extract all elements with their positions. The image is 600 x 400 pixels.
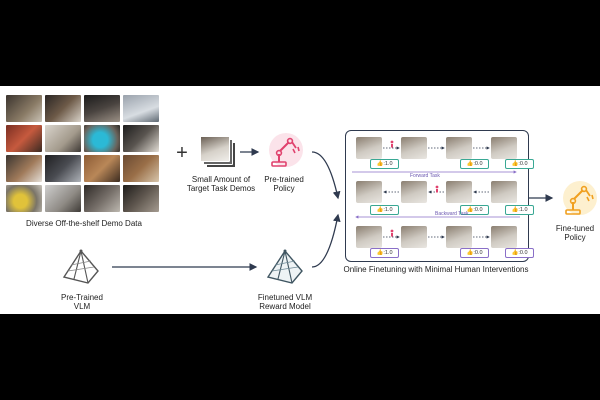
pyramid-vlm-icon [262, 247, 308, 287]
reward-score-badge: 👍:1.0 [370, 248, 399, 258]
episode-frame [491, 226, 517, 248]
target-demos-stack [200, 136, 236, 168]
pretrained-policy-label-line1: Pre-trained [264, 175, 304, 184]
episode-frame [491, 181, 517, 203]
episode-frame [446, 226, 472, 248]
reward-score-badge: 👍:0.0 [505, 248, 534, 258]
pretrained-vlm-label-line1: Pre-Trained [61, 293, 103, 302]
pretrained-policy-label-line2: Policy [273, 184, 295, 193]
reward-score-badge: 👍:0.0 [460, 205, 489, 215]
episode-frame [401, 137, 427, 159]
demo-thumb [6, 155, 42, 182]
reward-score-badge: 👍:1.0 [370, 159, 399, 169]
robot-arm-icon [556, 176, 600, 220]
demo-thumb [84, 95, 120, 122]
finetuned-vlm-label-line1: Finetuned VLM [257, 293, 313, 302]
episode-frame [356, 181, 382, 203]
demo-thumb [84, 185, 120, 212]
backward-task-label: Backward Task [435, 211, 469, 217]
online-finetuning-label: Online Finetuning with Minimal Human Int… [343, 265, 529, 274]
thumbs-up-icon: 👍 [376, 207, 384, 213]
demo-thumb [123, 95, 159, 122]
demo-thumb [45, 185, 81, 212]
thumbs-up-icon: 👍 [376, 161, 384, 167]
finetuned-policy-label-line2: Policy [564, 233, 586, 242]
episode-frame [401, 226, 427, 248]
online-finetuning-box [345, 130, 529, 262]
thumbs-up-icon: 👍 [511, 207, 519, 213]
finetuned-policy-label-line1: Fine-tuned [555, 224, 595, 233]
episode-frame [446, 181, 472, 203]
thumbs-up-icon: 👍 [466, 250, 474, 256]
finetuned-vlm-label-line2: Reward Model [259, 302, 311, 311]
forward-task-label: Forward Task [410, 173, 440, 179]
episode-frame [356, 226, 382, 248]
reward-score-badge: 👍:1.0 [370, 205, 399, 215]
target-demos-label-line2: Target Task Demos [186, 184, 256, 193]
demo-thumb [6, 185, 42, 212]
demo-data-label: Diverse Off-the-shelf Demo Data [26, 219, 142, 228]
episode-frame [356, 137, 382, 159]
plus-sign: + [176, 142, 188, 164]
demo-thumb [123, 185, 159, 212]
demo-thumb [45, 95, 81, 122]
episode-frame [401, 181, 427, 203]
reward-score-badge: 👍:0.0 [460, 159, 489, 169]
episode-frame [446, 137, 472, 159]
robot-arm-icon [262, 128, 306, 172]
demo-thumb [45, 125, 81, 152]
pretrained-vlm-label-line2: VLM [73, 302, 91, 311]
target-demos-label-line1: Small Amount of [191, 175, 251, 184]
episode-frame [491, 137, 517, 159]
reward-score-badge: 👍:1.0 [505, 205, 534, 215]
thumbs-up-icon: 👍 [511, 161, 519, 167]
pyramid-vlm-icon [58, 247, 104, 287]
reward-score-badge: 👍:0.0 [460, 248, 489, 258]
demo-thumb [45, 155, 81, 182]
demo-thumb [84, 155, 120, 182]
thumbs-up-icon: 👍 [466, 207, 474, 213]
demo-thumb [84, 125, 120, 152]
thumbs-up-icon: 👍 [511, 250, 519, 256]
demo-thumb [123, 125, 159, 152]
reward-score-badge: 👍:0.0 [505, 159, 534, 169]
demo-thumb [6, 95, 42, 122]
demo-thumb [123, 155, 159, 182]
demo-data-grid [6, 95, 160, 215]
demo-thumb [6, 125, 42, 152]
thumbs-up-icon: 👍 [376, 250, 384, 256]
thumbs-up-icon: 👍 [466, 161, 474, 167]
person-icon [390, 140, 439, 237]
